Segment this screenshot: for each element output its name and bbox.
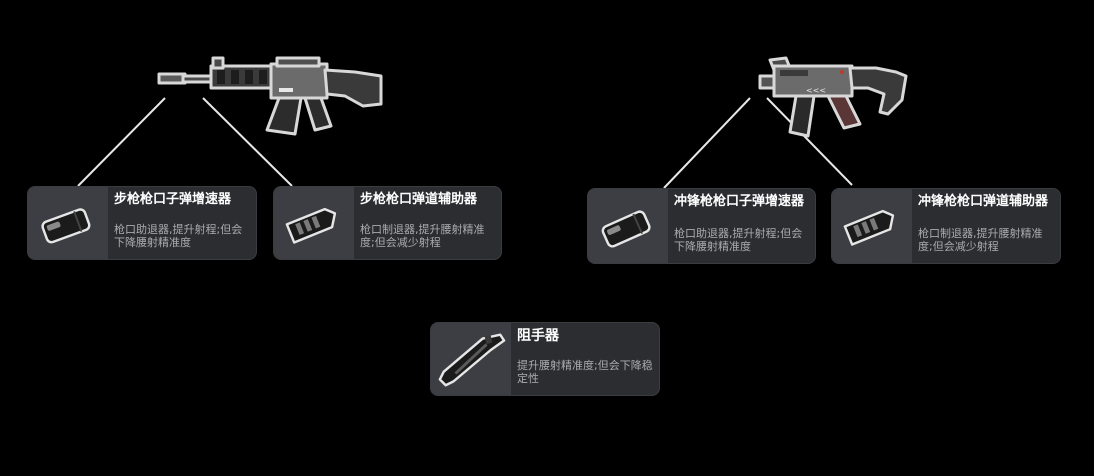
card-thumbnail [832,189,912,263]
compensator-icon [601,210,651,248]
card-description: 枪口制退器,提升腰射精准度;但会减少射程 [918,227,1043,253]
muzzle-brake-icon [285,207,337,244]
card-title: 冲锋枪枪口弹道辅助器 [918,194,1049,209]
card-title: 冲锋枪枪口子弹增速器 [674,194,805,209]
compensator-icon [41,208,91,244]
svg-text:<<<: <<< [806,86,826,95]
attachment-card-smg-compensator[interactable]: 冲锋枪枪口子弹增速器 枪口助退器,提升射程;但会下降腰射精准度 [587,188,816,264]
connector-line [663,97,751,189]
muzzle-brake-icon [843,209,895,246]
attachment-card-angled-grip[interactable]: 阻手器 提升腰射精准度;但会下降稳定性 [430,322,660,396]
attachment-card-rifle-muzzle-brake[interactable]: 步枪枪口弹道辅助器 枪口制退器,提升腰射精准度;但会减少射程 [273,186,502,260]
card-title: 步枪枪口子弹增速器 [114,192,232,207]
card-thumbnail [431,323,511,395]
smg-icon[interactable]: <<< [756,54,912,140]
card-title: 阻手器 [517,328,559,344]
card-description: 枪口助退器,提升射程;但会下降腰射精准度 [674,227,803,253]
card-description: 提升腰射精准度;但会下降稳定性 [517,359,653,385]
rifle-icon[interactable] [155,54,385,142]
attachment-card-smg-muzzle-brake[interactable]: 冲锋枪枪口弹道辅助器 枪口制退器,提升腰射精准度;但会减少射程 [831,188,1061,264]
card-thumbnail [274,187,354,259]
card-description: 枪口制退器,提升腰射精准度;但会减少射程 [360,223,485,249]
card-title: 步枪枪口弹道辅助器 [360,192,478,207]
card-thumbnail [588,189,668,263]
card-thumbnail [28,187,108,259]
connector-line [77,97,166,187]
card-description: 枪口助退器,提升射程;但会下降腰射精准度 [114,223,243,249]
attachment-card-rifle-compensator[interactable]: 步枪枪口子弹增速器 枪口助退器,提升射程;但会下降腰射精准度 [27,186,257,260]
angled-grip-icon [438,333,506,387]
